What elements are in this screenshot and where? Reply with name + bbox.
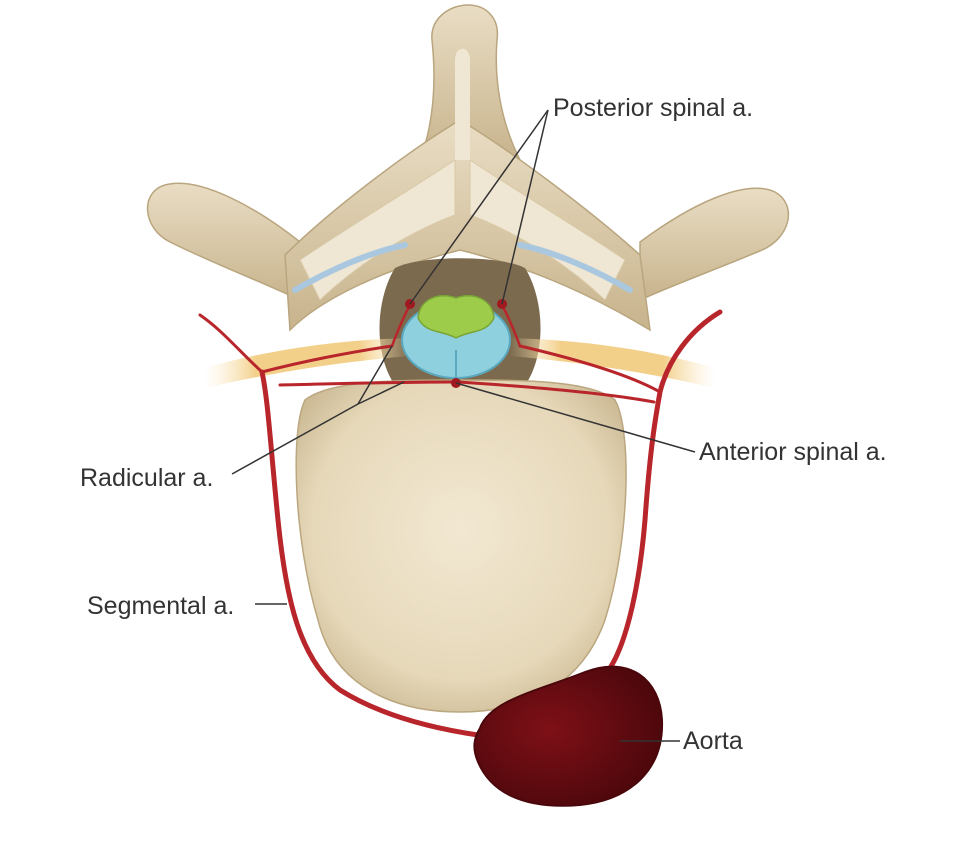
label-posterior-spinal-artery: Posterior spinal a. bbox=[553, 96, 753, 121]
label-aorta: Aorta bbox=[683, 729, 743, 754]
label-anterior-spinal-artery: Anterior spinal a. bbox=[699, 440, 887, 465]
spinous-cancellous bbox=[455, 49, 470, 160]
vertebral-body bbox=[296, 380, 626, 712]
transverse-process-left bbox=[148, 183, 300, 300]
transverse-process-right bbox=[640, 188, 788, 300]
label-segmental-artery: Segmental a. bbox=[87, 594, 234, 619]
label-radicular-artery: Radicular a. bbox=[80, 466, 213, 491]
